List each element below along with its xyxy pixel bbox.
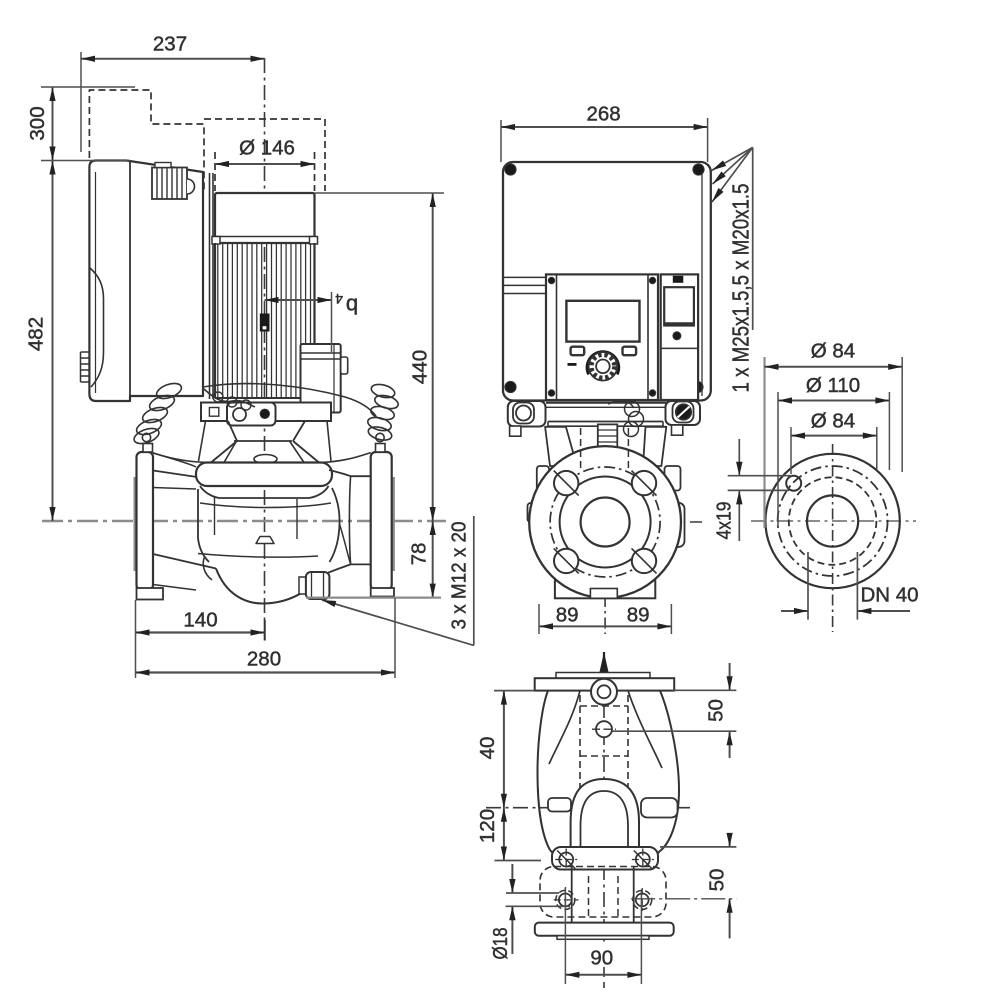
svg-text:3 x M12 x 20: 3 x M12 x 20	[448, 522, 471, 630]
svg-text:Ø 84: Ø 84	[811, 340, 855, 363]
svg-text:Ø 84: Ø 84	[811, 410, 855, 433]
svg-text:50: 50	[705, 699, 728, 722]
svg-text:89: 89	[556, 604, 579, 627]
svg-text:4x19: 4x19	[713, 502, 736, 540]
svg-text:Ø 146: Ø 146	[239, 137, 295, 160]
svg-text:90: 90	[590, 947, 613, 970]
svg-text:140: 140	[183, 609, 217, 632]
svg-text:DN 40: DN 40	[860, 584, 918, 607]
svg-text:237: 237	[153, 33, 187, 56]
svg-text:b: b	[346, 294, 358, 319]
svg-text:Ø 110: Ø 110	[806, 374, 860, 397]
svg-text:1 x M25x1.5,5 x M20x1.5: 1 x M25x1.5,5 x M20x1.5	[728, 184, 754, 393]
svg-text:300: 300	[26, 106, 49, 140]
svg-text:440: 440	[409, 350, 432, 384]
svg-text:280: 280	[247, 648, 281, 671]
svg-text:78: 78	[408, 543, 431, 566]
svg-text:Ø18: Ø18	[489, 928, 512, 960]
svg-text:268: 268	[586, 103, 620, 126]
svg-text:40: 40	[476, 737, 499, 760]
svg-text:120: 120	[476, 809, 499, 843]
svg-text:482: 482	[25, 317, 48, 351]
svg-text:50: 50	[706, 869, 729, 892]
svg-text:89: 89	[627, 604, 650, 627]
svg-text:4: 4	[335, 291, 343, 307]
